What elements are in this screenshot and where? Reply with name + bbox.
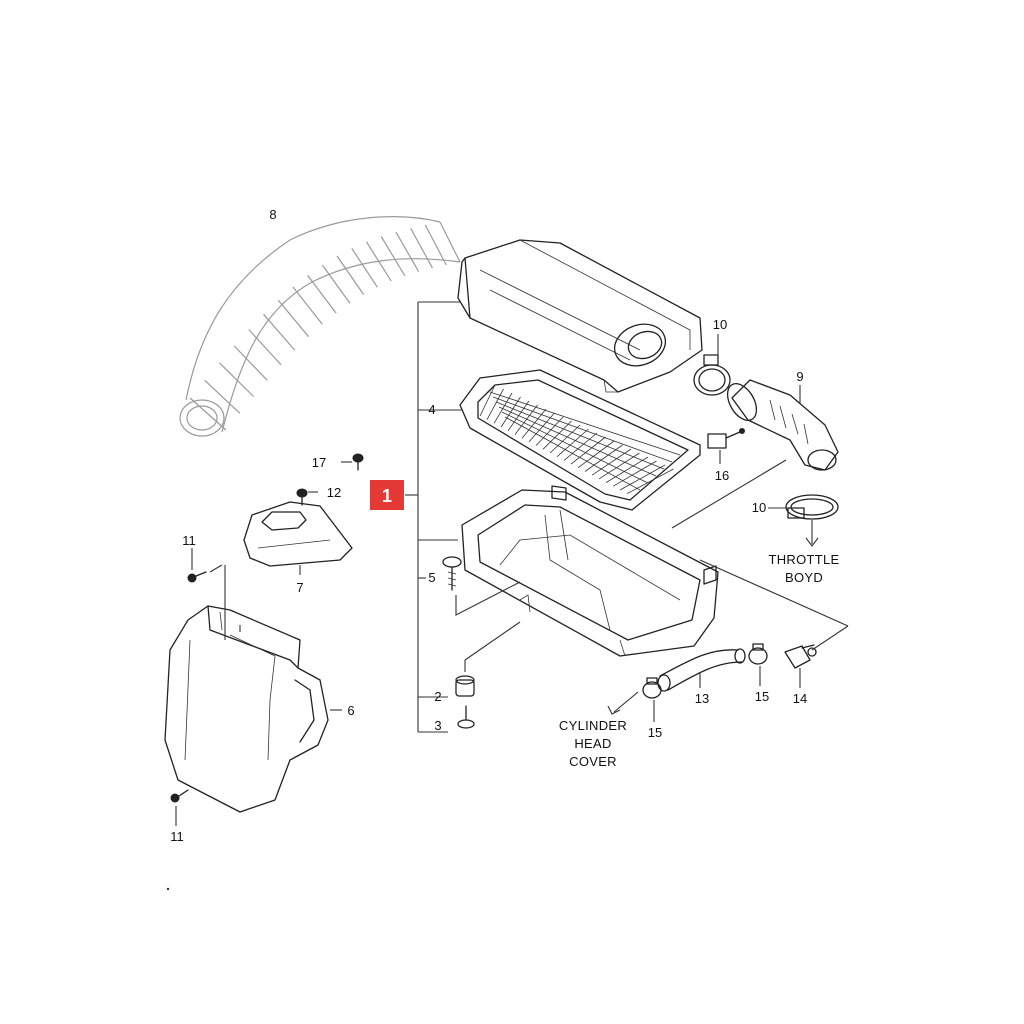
hose-rib [277, 299, 310, 338]
callout-8: 8 [269, 207, 276, 222]
pcv-hose-drawing [657, 648, 746, 692]
callout-9: 9 [796, 369, 803, 384]
filter-pleat [577, 440, 615, 469]
stud-3-drawing [457, 705, 475, 729]
callout-11-lower: 11 [170, 829, 184, 844]
filter-grid [495, 401, 665, 470]
hose-rib [307, 274, 337, 314]
hose-rib [336, 255, 365, 295]
clamp-upper-drawing [693, 354, 731, 396]
leader-lines [175, 301, 849, 826]
filter-pleat [521, 408, 547, 439]
throttle-body-note-line1: THROTTLE [768, 552, 839, 567]
filter-pleat [493, 392, 513, 424]
filter-grid [504, 416, 641, 491]
callout-1: 1 [382, 486, 392, 506]
callout-17: 17 [312, 455, 326, 470]
clamp-15-right-drawing [748, 643, 768, 665]
callout-11-upper: 11 [182, 533, 196, 548]
callout-6: 6 [347, 703, 354, 718]
callout-5: 5 [428, 570, 435, 585]
clamp-lower-drawing [785, 494, 839, 520]
hose-rib [410, 227, 433, 269]
callout-labels: 8 10 9 4 16 17 12 10 11 5 7 2 13 15 14 6… [170, 207, 807, 844]
hose-rib [365, 241, 392, 282]
screw-11-lower-drawing [170, 789, 189, 803]
callout-10-lower: 10 [752, 500, 766, 515]
callout-10-upper: 10 [713, 317, 727, 332]
hose-rib [218, 362, 254, 397]
hose-rib [380, 236, 406, 277]
filter-pleat [570, 436, 606, 465]
filter-pleat [626, 468, 674, 495]
stray-dot [166, 887, 170, 891]
hose-rib [395, 231, 420, 272]
callout-15-right: 15 [755, 689, 769, 704]
pcv-connector-drawing [784, 644, 817, 669]
filter-pleat [584, 444, 623, 472]
filter-pleat [563, 432, 598, 461]
callout-3: 3 [434, 718, 441, 733]
outlet-hose-drawing [726, 379, 839, 471]
filter-pleat [612, 460, 657, 487]
filter-element-drawing [459, 369, 701, 511]
hose-rib [204, 379, 241, 414]
filter-pleat [528, 412, 555, 443]
filter-grid [501, 411, 649, 484]
cylinder-head-note-line2: HEAD [574, 736, 611, 751]
hose-rib [439, 221, 461, 263]
resonator-drawing [164, 565, 329, 813]
filter-pleat [556, 428, 589, 458]
hose-rib [351, 247, 378, 288]
screw-11-upper-drawing [187, 564, 223, 583]
filter-grid [492, 396, 673, 463]
filter-pleat [514, 404, 538, 435]
callout-13: 13 [695, 691, 709, 706]
callout-4: 4 [428, 402, 435, 417]
sensor-drawing [707, 428, 745, 449]
hose-rib [292, 286, 323, 325]
callout-16: 16 [715, 468, 729, 483]
lower-case-drawing [461, 485, 719, 657]
bolt-5-drawing [442, 556, 521, 616]
hose-rib [424, 224, 447, 266]
throttle-body-note-line2: BOYD [785, 570, 823, 585]
hose-rib [189, 397, 227, 431]
upper-case-drawing [457, 239, 703, 393]
inlet-hose-drawing [179, 216, 461, 437]
filter-pleat [479, 384, 496, 417]
cylinder-head-note-line1: CYLINDER [559, 718, 627, 733]
hose-rib [248, 329, 282, 366]
filter-pleat [598, 452, 640, 480]
cylinder-head-note-line3: COVER [569, 754, 617, 769]
part-number-badge: 1 [370, 480, 404, 510]
callout-12: 12 [327, 485, 341, 500]
filter-grid [489, 391, 681, 456]
callout-14: 14 [793, 691, 807, 706]
bracket-drawing [243, 501, 353, 575]
grommet-2-drawing [455, 621, 521, 697]
filter-pleat [605, 456, 649, 483]
hose-rib [321, 264, 351, 304]
callout-2: 2 [434, 689, 441, 704]
badge-background [370, 480, 404, 510]
hose-rib [233, 345, 268, 381]
hose-rib [263, 313, 296, 351]
bolt-12-drawing [296, 488, 308, 506]
callout-15-left: 15 [648, 725, 662, 740]
filter-pleat [542, 420, 572, 450]
filter-pleat [486, 388, 504, 420]
filter-pleat [535, 416, 564, 446]
filter-pleat [549, 424, 581, 454]
filter-grid [498, 406, 657, 477]
clamp-15-left-drawing [642, 677, 662, 699]
filter-pleat [619, 464, 666, 491]
callout-7: 7 [296, 580, 303, 595]
destination-notes: THROTTLE BOYD CYLINDER HEAD COVER [559, 552, 839, 769]
screw-17-drawing [352, 453, 364, 471]
